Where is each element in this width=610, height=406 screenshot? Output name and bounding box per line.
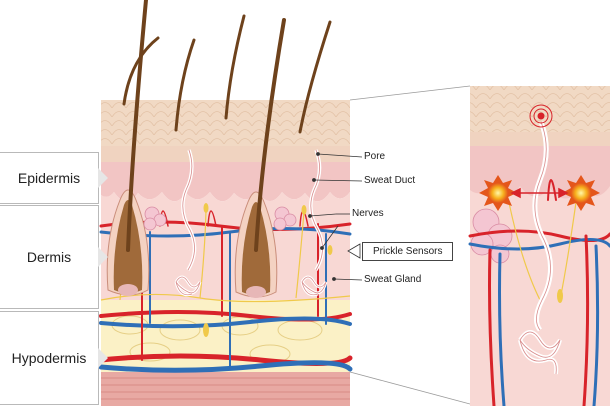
zoom-inset xyxy=(470,86,610,406)
pore-label: Pore xyxy=(364,151,385,162)
hypodermis-label: Hypodermis xyxy=(12,350,87,366)
epidermis-label: Epidermis xyxy=(18,170,80,186)
sweat-gland-label: Sweat Gland xyxy=(364,274,421,285)
sweat-duct-label: Sweat Duct xyxy=(364,175,415,186)
main-section xyxy=(101,0,350,406)
layer-label-dermis: Dermis xyxy=(0,205,99,309)
muscle-layer xyxy=(101,372,350,406)
dermis-label: Dermis xyxy=(27,249,71,265)
layer-label-hypodermis: Hypodermis xyxy=(0,311,99,405)
nerves-label: Nerves xyxy=(352,208,384,219)
prickle-sensors-label: Prickle Sensors xyxy=(362,242,453,261)
layer-label-epidermis: Epidermis xyxy=(0,152,99,204)
